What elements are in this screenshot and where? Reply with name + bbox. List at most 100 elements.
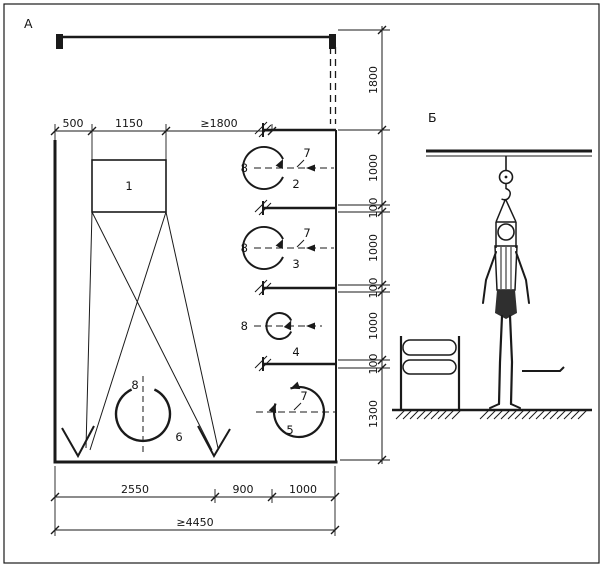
chair-cushion-bottom bbox=[402, 359, 457, 375]
patient-shorts bbox=[495, 290, 517, 319]
device-5-drum-arc bbox=[272, 385, 326, 439]
patient-leg-left bbox=[497, 314, 504, 406]
stall-partitions bbox=[254, 121, 336, 372]
device-3-axis-arrow bbox=[306, 244, 315, 252]
bottom-dimensions: 2550 900 1000 ≥4450 bbox=[50, 466, 340, 536]
drum-7-a-label: 7 bbox=[303, 146, 310, 160]
floor-hatching-right bbox=[479, 409, 588, 420]
chain-extensions bbox=[338, 29, 390, 461]
bottom-dim-ticks-2 bbox=[50, 525, 340, 535]
device-5-leader bbox=[293, 402, 302, 411]
drum-7-c-label: 7 bbox=[300, 389, 307, 403]
partition-2 bbox=[254, 199, 336, 216]
wall-wedge-left bbox=[61, 425, 95, 459]
dim-ge1800: ≥1800 bbox=[200, 117, 237, 130]
axis-8-a-label: 8 bbox=[241, 161, 248, 175]
dim-v-1000-a: 1000 bbox=[367, 154, 380, 182]
apparatus-1-label: 1 bbox=[125, 179, 132, 193]
top-dimension-line: 500 1150 ≥1800 bbox=[50, 117, 277, 160]
patient-arm-right bbox=[515, 251, 530, 304]
stall-device-3: 7 3 8 bbox=[241, 226, 334, 271]
partition-3 bbox=[254, 279, 336, 296]
ring-apparatus-6: 8 6 bbox=[114, 376, 183, 452]
dim-v-100-b: 100 bbox=[367, 278, 380, 299]
device-2-leader bbox=[296, 159, 305, 168]
patient-figure bbox=[482, 223, 530, 409]
device-4-drum-arc bbox=[265, 312, 293, 340]
dim-overall: ≥4450 bbox=[176, 516, 213, 529]
partition-4 bbox=[254, 355, 336, 372]
floor-hatching-left bbox=[395, 409, 462, 420]
dim-v-100-c: 100 bbox=[367, 354, 380, 375]
plan-view: A 500 1150 ≥1800 bbox=[24, 16, 338, 464]
top-dim-extensions bbox=[54, 124, 273, 160]
axis-8-ring-label: 8 bbox=[131, 378, 138, 392]
chair bbox=[399, 336, 461, 409]
room-walls bbox=[53, 130, 338, 464]
floor bbox=[392, 408, 592, 420]
apparatus-1-body bbox=[91, 159, 167, 213]
dim-1150: 1150 bbox=[115, 117, 143, 130]
elevation-section-label: Б bbox=[428, 110, 437, 125]
opening-dashed-lines bbox=[329, 47, 337, 124]
device-2-axis-arrow bbox=[306, 164, 315, 172]
projection-lines bbox=[85, 211, 219, 451]
dim-v-1800: 1800 bbox=[367, 66, 380, 94]
patient-feet bbox=[489, 403, 521, 409]
dim-2550: 2550 bbox=[121, 483, 149, 496]
right-dimension-chain: 1800 1000 100 1000 100 1000 100 1300 bbox=[338, 25, 390, 465]
ring-6-label: 6 bbox=[175, 430, 182, 444]
wall-wedge-right bbox=[197, 425, 231, 459]
ceiling bbox=[426, 149, 592, 157]
stall-device-4: 4 8 bbox=[241, 312, 322, 359]
dim-v-1300: 1300 bbox=[367, 400, 380, 428]
axis-8-c-label: 8 bbox=[241, 319, 248, 333]
harness-straps-detail bbox=[500, 247, 512, 289]
patient-arm-left bbox=[482, 251, 497, 304]
dim-v-100-a: 100 bbox=[367, 198, 380, 219]
device-4-axis-arrow bbox=[306, 322, 315, 330]
chair-cushion-top bbox=[402, 339, 457, 356]
device-2-drum-arc bbox=[241, 146, 284, 190]
device-3-label: 3 bbox=[292, 257, 299, 271]
device-3-arc-arrow bbox=[275, 239, 283, 249]
ring-arc bbox=[114, 388, 172, 443]
suspension-straps bbox=[495, 198, 517, 248]
chain-ticks bbox=[377, 25, 387, 465]
device-4-arc-arrow bbox=[283, 320, 292, 331]
device-2-label: 2 bbox=[292, 177, 299, 191]
axis-8-b-label: 8 bbox=[241, 241, 248, 255]
partition-1 bbox=[254, 121, 336, 138]
apparatus-1: 1 bbox=[91, 159, 167, 213]
top-wall bbox=[56, 34, 336, 49]
top-dim-ticks bbox=[50, 126, 277, 136]
dim-1000: 1000 bbox=[289, 483, 317, 496]
elevation-view: Б bbox=[392, 110, 592, 420]
device-5-arc-arrow-end bbox=[268, 403, 277, 414]
dim-500: 500 bbox=[63, 117, 84, 130]
drawing-border bbox=[3, 3, 600, 564]
device-2-arc-arrow bbox=[275, 159, 283, 169]
stall-device-5: 7 5 bbox=[256, 381, 336, 439]
dim-900: 900 bbox=[233, 483, 254, 496]
wall-cap-left bbox=[56, 34, 63, 49]
patient-leg-right bbox=[508, 314, 514, 406]
device-3-drum-arc bbox=[241, 226, 284, 270]
device-4-label: 4 bbox=[292, 345, 299, 359]
hoist bbox=[498, 156, 514, 201]
bottom-dim-extensions bbox=[54, 466, 336, 536]
device-5-label: 5 bbox=[286, 423, 293, 437]
device-3-leader bbox=[296, 239, 305, 248]
patient-head bbox=[497, 223, 515, 241]
drum-7-b-label: 7 bbox=[303, 226, 310, 240]
stall-device-2: 7 2 8 bbox=[241, 146, 334, 191]
bottom-dim-ticks-1 bbox=[50, 492, 340, 502]
plan-section-label: A bbox=[24, 16, 33, 31]
wall-cap-right bbox=[329, 34, 336, 49]
hook-icon bbox=[501, 183, 511, 201]
dim-v-1000-c: 1000 bbox=[367, 312, 380, 340]
pulley-axle bbox=[504, 175, 508, 179]
device-5-arc-arrow-start bbox=[290, 381, 301, 390]
hand-rail bbox=[522, 366, 565, 372]
